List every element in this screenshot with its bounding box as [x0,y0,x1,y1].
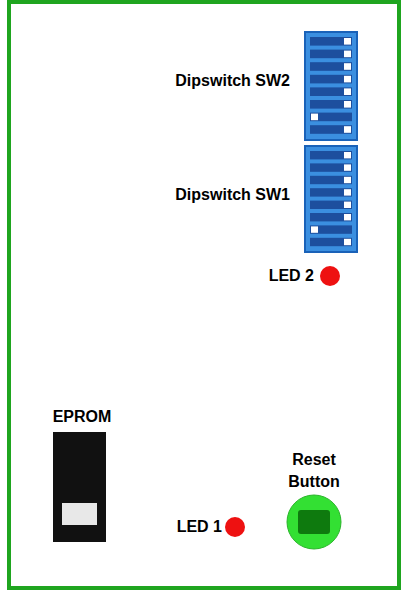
dipswitch-body [305,146,357,252]
switch-toggle [344,63,351,70]
switch-slot [310,201,352,209]
board-outline [9,2,399,588]
switch-slot [310,75,352,84]
switch-slot [310,87,352,96]
switch-slot [310,188,352,196]
eprom-chip [53,432,106,542]
led-1 [225,517,245,537]
switch-slot [310,213,352,221]
dipswitch-sw2 [305,32,357,140]
switch-toggle [311,226,318,232]
switch-slot [310,50,352,59]
led-label: LED 2 [230,265,314,287]
switch-toggle [344,126,351,133]
reset-button-cap [298,510,330,534]
switch-toggle [344,239,351,245]
switch-slot [310,176,352,184]
dipswitch-body [305,32,357,140]
switch-slot [310,125,352,134]
switch-slot [310,62,352,71]
switch-toggle [344,152,351,158]
switch-slot [310,100,352,109]
led-label: LED 1 [138,516,222,538]
reset-button [287,495,341,549]
switch-toggle [344,177,351,183]
button-label: Reset Button [279,449,349,493]
switch-slot [310,163,352,171]
switch-slot [310,151,352,159]
switch-toggle [311,114,318,121]
switch-toggle [344,101,351,108]
eprom-label: EPROM [30,406,134,428]
switch-slot [310,225,352,233]
switch-toggle [344,189,351,195]
switch-toggle [344,51,351,58]
switch-slot [310,238,352,246]
dipswitch-sw1 [305,146,357,252]
eprom-window [62,503,97,525]
switch-toggle [344,202,351,208]
led-2 [320,266,340,286]
dipswitch-label: Dipswitch SW2 [110,70,290,92]
switch-toggle [344,164,351,170]
switch-slot [310,37,352,46]
switch-toggle [344,76,351,83]
switch-toggle [344,88,351,95]
switch-slot [310,113,352,122]
switch-toggle [344,38,351,45]
switch-toggle [344,214,351,220]
dipswitch-label: Dipswitch SW1 [110,184,290,206]
